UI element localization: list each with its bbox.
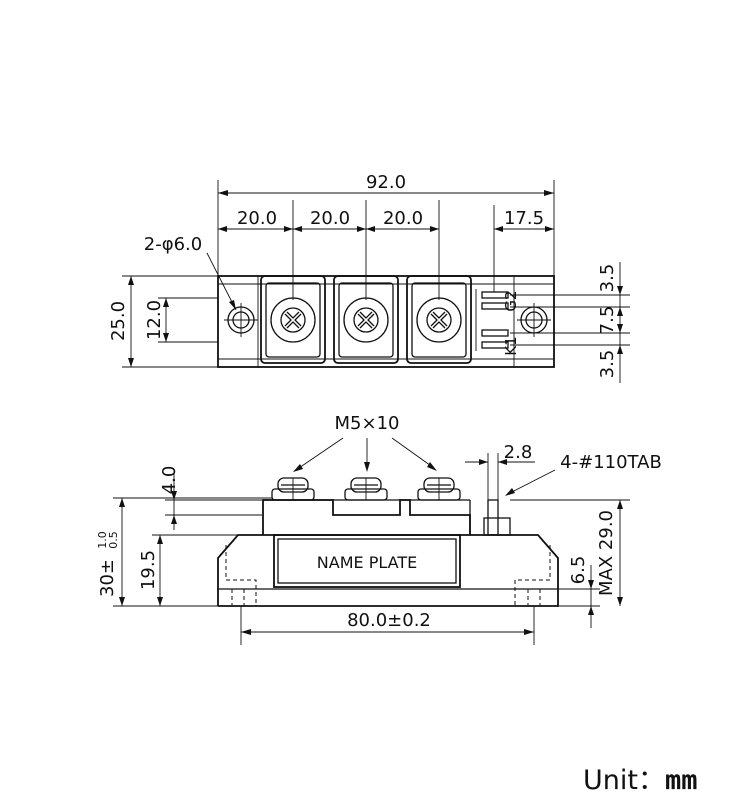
dim-tab-width-label: 2.8 [504, 442, 533, 463]
callout-tab-spec: 4-#110TAB [505, 452, 662, 496]
dim-tab-offset: 17.5 [493, 205, 554, 292]
dim-hole-spacing-label: 12.0 [144, 300, 165, 340]
screw-spec-label: M5×10 [335, 413, 400, 434]
tab-label-k1: K1 [502, 336, 520, 355]
mount-hole-left [224, 303, 258, 337]
dim-tab-width: 2.8 [465, 442, 535, 500]
dim-pitch-1-label: 20.0 [237, 208, 277, 229]
dim-pitch-2-label: 20.0 [310, 208, 350, 229]
dim-screw-height: 4.0 [159, 466, 262, 530]
callout-screw-spec: M5×10 [293, 413, 437, 472]
dim-overall-width: 92.0 [217, 172, 555, 276]
top-view: G2 K2 G1 K1 92.0 20.0 20.0 [108, 172, 630, 383]
unit-value: mm [664, 765, 698, 796]
dim-tab-gap-mid-label: 7.5 [597, 306, 618, 335]
dim-total-height-tol-upper: 1.0 [96, 531, 109, 549]
dim-tab-gaps: 3.5 7.5 3.5 [510, 262, 630, 383]
dim-max-height: MAX 29.0 [510, 499, 630, 606]
unit-prefix: Unit： [583, 765, 665, 796]
name-plate-label: NAME PLATE [317, 553, 417, 572]
dim-terminal-pitch: 20.0 20.0 20.0 [218, 200, 440, 300]
dim-length: 80.0±0.2 [240, 606, 535, 645]
dim-total-height-label: 30± [97, 559, 118, 597]
dim-mount-hole-label: 2-φ6.0 [144, 234, 202, 255]
side-view: NAME PLATE M5×10 [96, 413, 662, 645]
dim-base-height: 25.0 [108, 275, 218, 368]
dim-screw-height-label: 4.0 [159, 466, 180, 495]
dim-hole-spacing: 12.0 [144, 297, 218, 343]
dim-base-height-label: 25.0 [108, 301, 129, 341]
dim-tab-offset-label: 17.5 [504, 208, 544, 229]
dim-overall-width-label: 92.0 [366, 172, 406, 193]
dim-mount-hole: 2-φ6.0 [144, 234, 237, 311]
unit-label: Unit：mm [583, 758, 697, 797]
dim-base-thickness: 6.5 [558, 556, 600, 628]
dim-base-thickness-label: 6.5 [568, 556, 589, 585]
name-plate [273, 534, 461, 588]
dim-max-height-label: MAX 29.0 [596, 510, 617, 596]
screw-1 [271, 477, 315, 501]
screw-2 [344, 477, 388, 501]
dim-tab-gap-top-label: 3.5 [597, 264, 618, 293]
tab-label-g2: G2 [502, 290, 520, 311]
dim-body-height-label: 19.5 [138, 550, 159, 590]
dim-length-label: 80.0±0.2 [347, 610, 431, 631]
control-tabs: G2 K2 G1 K1 [475, 289, 520, 356]
screw-3 [417, 477, 461, 501]
dim-pitch-3-label: 20.0 [383, 208, 423, 229]
tab-spec-label: 4-#110TAB [560, 452, 662, 473]
dim-body-height: 19.5 [138, 534, 238, 606]
dim-total-height-tol-lower: 0.5 [107, 531, 120, 549]
upper-housing [262, 499, 471, 535]
dim-tab-gap-bottom-label: 3.5 [597, 350, 618, 379]
dim-total-height: 30± 1.0 0.5 [96, 497, 272, 607]
mount-hole-right [517, 303, 551, 337]
